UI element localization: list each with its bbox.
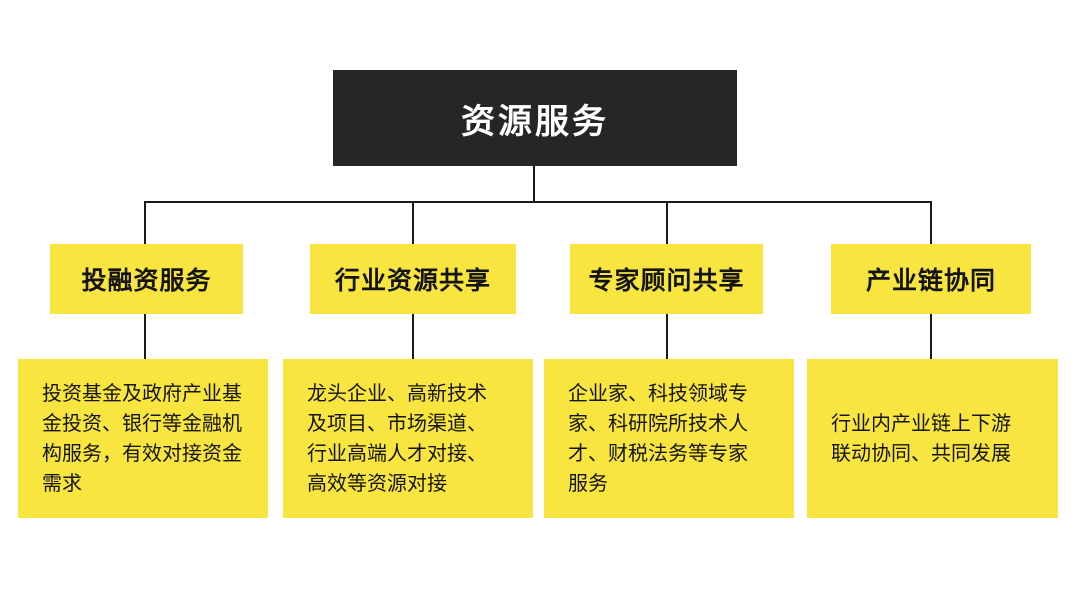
connector-horizontal-rail: [144, 201, 932, 203]
branch-node-expert-advisor-sharing: 专家顾问共享: [570, 244, 763, 314]
branch-description-text: 行业内产业链上下游 联动协同、共同发展: [831, 412, 1011, 465]
branch-description-text: 企业家、科技领域专 家、科研院所技术人 才、财税法务等专家 服务: [568, 382, 748, 495]
connector-branch-3-top: [666, 201, 668, 244]
branch-node-industry-resource-sharing: 行业资源共享: [310, 244, 516, 314]
branch-node-title: 产业链协同: [865, 267, 996, 295]
connector-branch-1-top: [144, 201, 146, 244]
connector-branch-4-bottom: [930, 314, 932, 359]
branch-description-text: 投资基金及政府产业基 金投资、银行等金融机 构服务，有效对接资金 需求: [42, 382, 242, 495]
branch-description-expert-advisor-sharing: 企业家、科技领域专 家、科研院所技术人 才、财税法务等专家 服务: [544, 359, 794, 518]
branch-description-industry-resource-sharing: 龙头企业、高新技术 及项目、市场渠道、 行业高端人才对接、 高效等资源对接: [283, 359, 533, 518]
root-node-title: 资源服务: [461, 102, 609, 141]
branch-node-title: 投融资服务: [81, 267, 212, 295]
connector-root-stem: [533, 166, 535, 202]
branch-node-industry-chain-synergy: 产业链协同: [831, 244, 1031, 314]
root-node: 资源服务: [333, 70, 737, 166]
branch-node-investment-financing: 投融资服务: [50, 244, 243, 314]
branch-description-investment-financing: 投资基金及政府产业基 金投资、银行等金融机 构服务，有效对接资金 需求: [18, 359, 268, 518]
connector-branch-2-top: [412, 201, 414, 244]
connector-branch-1-bottom: [144, 314, 146, 359]
branch-node-title: 行业资源共享: [334, 267, 491, 295]
connector-branch-3-bottom: [666, 314, 668, 359]
branch-description-text: 龙头企业、高新技术 及项目、市场渠道、 行业高端人才对接、 高效等资源对接: [307, 382, 487, 495]
branch-node-title: 专家顾问共享: [588, 267, 745, 295]
branch-description-industry-chain-synergy: 行业内产业链上下游 联动协同、共同发展: [807, 359, 1058, 518]
connector-branch-4-top: [930, 201, 932, 244]
connector-branch-2-bottom: [412, 314, 414, 359]
